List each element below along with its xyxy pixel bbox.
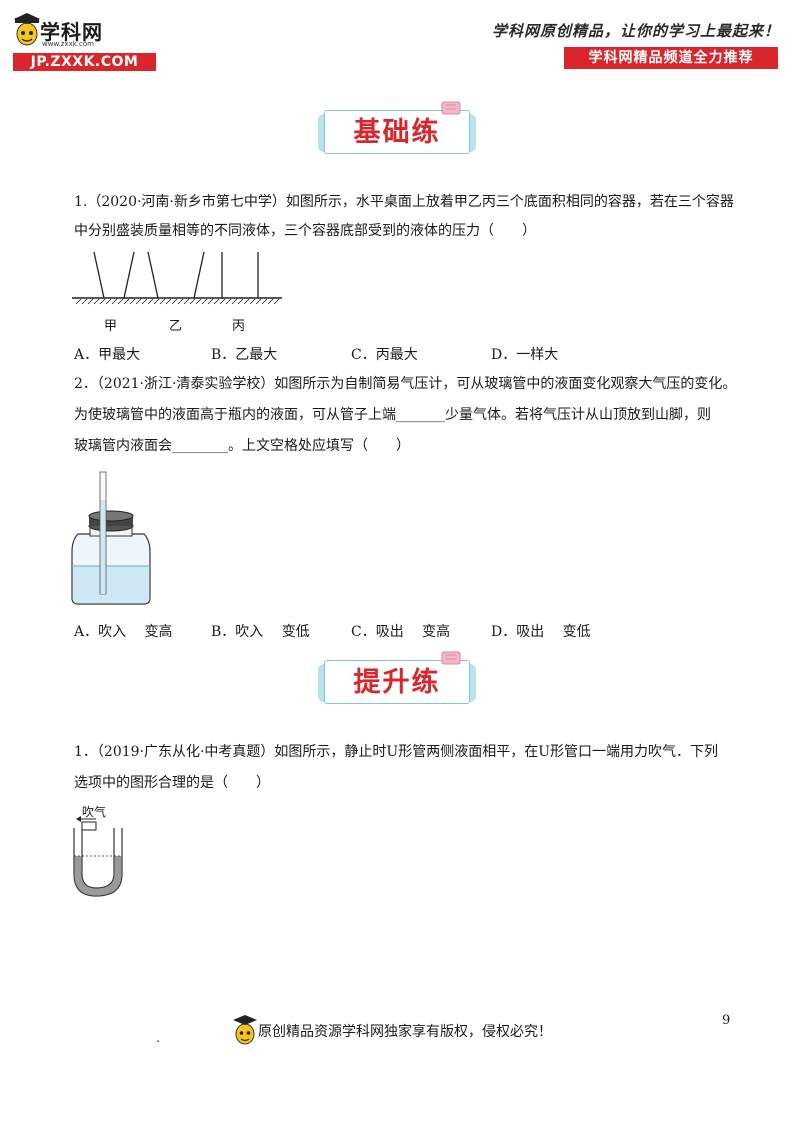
q3-line2: 选项中的图形合理的是（ ） bbox=[74, 775, 270, 791]
q1-option-d: D．一样大 bbox=[491, 347, 559, 363]
q1-label-yi: 乙 bbox=[169, 319, 183, 334]
ground-hatching bbox=[75, 298, 280, 305]
mascot-icon bbox=[14, 13, 40, 46]
q1-line2: 中分别盛装质量相等的不同液体，三个容器底部受到的液体的压力（ ） bbox=[74, 223, 536, 239]
header-recommend: 学科网精品频道全力推荐 bbox=[564, 47, 778, 69]
q2-line1: 2．（2021·浙江·清泰实验学校）如图所示为自制简易气压计，可从玻璃管中的液面… bbox=[74, 376, 737, 392]
q1-containers-figure bbox=[72, 251, 282, 305]
q2-line2: 为使玻璃管中的液面高于瓶内的液面，可从管子上端_______少量气体。若将气压计… bbox=[74, 407, 711, 423]
paperclip-icon bbox=[441, 651, 461, 665]
q3-blow-label: 吹气 bbox=[82, 805, 107, 819]
q3-line1: 1．（2019·广东从化·中考真题）如图所示，静止时U形管两侧液面相平，在U形管… bbox=[74, 744, 719, 760]
logo-small-url: www.zxxk.com bbox=[42, 40, 94, 48]
logo bbox=[12, 12, 158, 72]
banner-frame bbox=[324, 660, 470, 704]
container-yi-left bbox=[147, 251, 159, 299]
footer-dot: . bbox=[156, 1031, 160, 1045]
section-title-advanced: 提升练 bbox=[353, 667, 441, 698]
q3-u-tube-figure bbox=[73, 816, 123, 897]
container-yi-right bbox=[193, 251, 205, 299]
q2-option-b: B．吹入 变低 bbox=[211, 624, 310, 640]
q2-option-c: C．吸出 变高 bbox=[351, 624, 451, 640]
q2-option-d: D．吸出 变低 bbox=[491, 624, 591, 640]
header-slogan: 学科网原创精品，让你的学习上最起来！ bbox=[491, 22, 780, 40]
logo-name: 学科网 bbox=[40, 20, 103, 44]
q1-label-bing: 丙 bbox=[232, 319, 246, 334]
section-banner-advanced: 提升练 bbox=[318, 651, 476, 706]
footer-mascot-icon bbox=[233, 1015, 257, 1045]
q1-option-a: A．甲最大 bbox=[74, 347, 141, 363]
q2-barometer-figure bbox=[71, 471, 151, 605]
container-jia-right bbox=[123, 251, 135, 299]
banner-frame bbox=[324, 110, 470, 154]
q1-option-b: B．乙最大 bbox=[211, 347, 278, 363]
section-banner-basic: 基础练 bbox=[318, 101, 476, 156]
section-title-basic: 基础练 bbox=[353, 117, 441, 148]
q2-line3: 玻璃管内液面会________。上文空格处应填写（ ） bbox=[74, 438, 410, 454]
page-number: 9 bbox=[722, 1013, 731, 1028]
footer-copyright: 原创精品资源学科网独家享有版权，侵权必究！ bbox=[258, 1024, 552, 1040]
logo-url-bar: JP.ZXXK.COM bbox=[13, 53, 156, 71]
q1-option-c: C．丙最大 bbox=[351, 347, 418, 363]
container-jia-left bbox=[93, 251, 105, 299]
q2-option-a: A．吹入 变高 bbox=[74, 624, 173, 640]
paperclip-icon bbox=[441, 101, 461, 115]
q1-label-jia: 甲 bbox=[104, 319, 118, 334]
q1-line1: 1.（2020·河南·新乡市第七中学）如图所示，水平桌面上放着甲乙丙三个底面积相… bbox=[74, 194, 734, 210]
